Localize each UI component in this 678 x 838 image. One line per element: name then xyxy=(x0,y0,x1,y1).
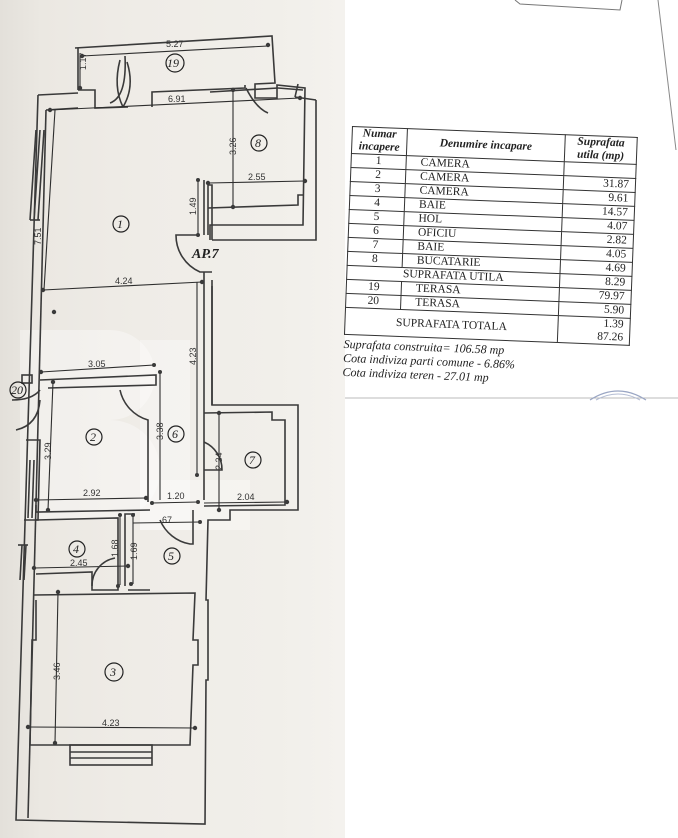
left-balcony: 20 xyxy=(9,129,45,581)
room-label-2: 2 xyxy=(90,430,96,444)
dim-door-5: 67 xyxy=(162,515,172,525)
room-1: 6.91 7.51 4.24 1 1.49 AP.7 xyxy=(33,94,303,500)
apartment-label: AP.7 xyxy=(191,247,220,262)
room-label-6: 6 xyxy=(172,427,178,441)
table-paper xyxy=(345,0,678,400)
dim-room1-height: 7.51 xyxy=(33,227,43,245)
room-label-3: 3 xyxy=(109,665,116,679)
room-3: 3.46 4.23 3 xyxy=(25,589,199,766)
header-room-area: Suprafata utila (mp) xyxy=(564,134,638,165)
dim-room2-bottom: 2.92 xyxy=(83,488,101,498)
room-label-1: 1 xyxy=(117,217,123,231)
room-label-19: 19 xyxy=(167,56,179,70)
total-area: 1.39 87.26 xyxy=(557,315,631,346)
dim-room3-height: 3.46 xyxy=(52,662,62,680)
room-label-4: 4 xyxy=(73,542,79,556)
dim-hall-height: 4.23 xyxy=(188,347,198,365)
dim-room3-width: 4.23 xyxy=(102,718,120,728)
room-label-7: 7 xyxy=(249,453,256,467)
dim-room1-bottom: 4.24 xyxy=(115,276,133,286)
dim-room7-width: 2.04 xyxy=(237,492,255,502)
room-area-table: Numar incapere Denumire incapare Suprafa… xyxy=(344,126,638,346)
room-label-5: 5 xyxy=(168,549,174,563)
watermark xyxy=(20,330,250,530)
total-area-line-2: 87.26 xyxy=(596,330,624,344)
floor-plan-paper xyxy=(0,0,345,838)
room-4-and-5: 2.45 1.68 1.69 67 4 5 xyxy=(31,510,202,591)
header-room-number: Numar incapere xyxy=(351,126,408,156)
floor-plan-drawing: 5.27 1.17 19 20 6.91 xyxy=(9,35,317,825)
dim-terrace-width: 5.27 xyxy=(166,39,184,49)
dim-room4-height: 1.68 xyxy=(110,539,120,557)
room-area-table-block: Numar incapere Denumire incapare Suprafa… xyxy=(342,126,641,390)
dim-room1-top: 6.91 xyxy=(168,94,186,104)
stamp-icon xyxy=(589,390,647,401)
dim-room2-height: 3.29 xyxy=(43,442,53,460)
dim-room7-height: 2.34 xyxy=(214,452,224,470)
room-8: 3.26 2.55 8 xyxy=(205,87,308,210)
dim-terrace-depth: 1.17 xyxy=(78,52,88,70)
dim-room6-height: 3.38 xyxy=(155,422,165,440)
dim-room2-top: 3.05 xyxy=(88,359,106,369)
room-label-8: 8 xyxy=(255,136,261,150)
dim-room8-width: 2.55 xyxy=(248,172,266,182)
room-label-20: 20 xyxy=(11,383,23,397)
dim-room4-width: 2.45 xyxy=(70,558,88,568)
blank-area xyxy=(345,400,678,838)
dim-room6-width: 1.20 xyxy=(167,491,185,501)
terrace-19: 5.27 1.17 19 xyxy=(74,35,306,240)
dim-room8-height: 3.26 xyxy=(228,137,238,155)
dim-entry-wall: 1.49 xyxy=(188,197,198,215)
dim-room5-height: 1.69 xyxy=(129,542,139,560)
room-2-and-6: 4.23 3.05 3.29 3.38 2.92 2 6 1.20 xyxy=(33,282,200,513)
room-7: 2.34 2.04 7 xyxy=(203,410,290,513)
